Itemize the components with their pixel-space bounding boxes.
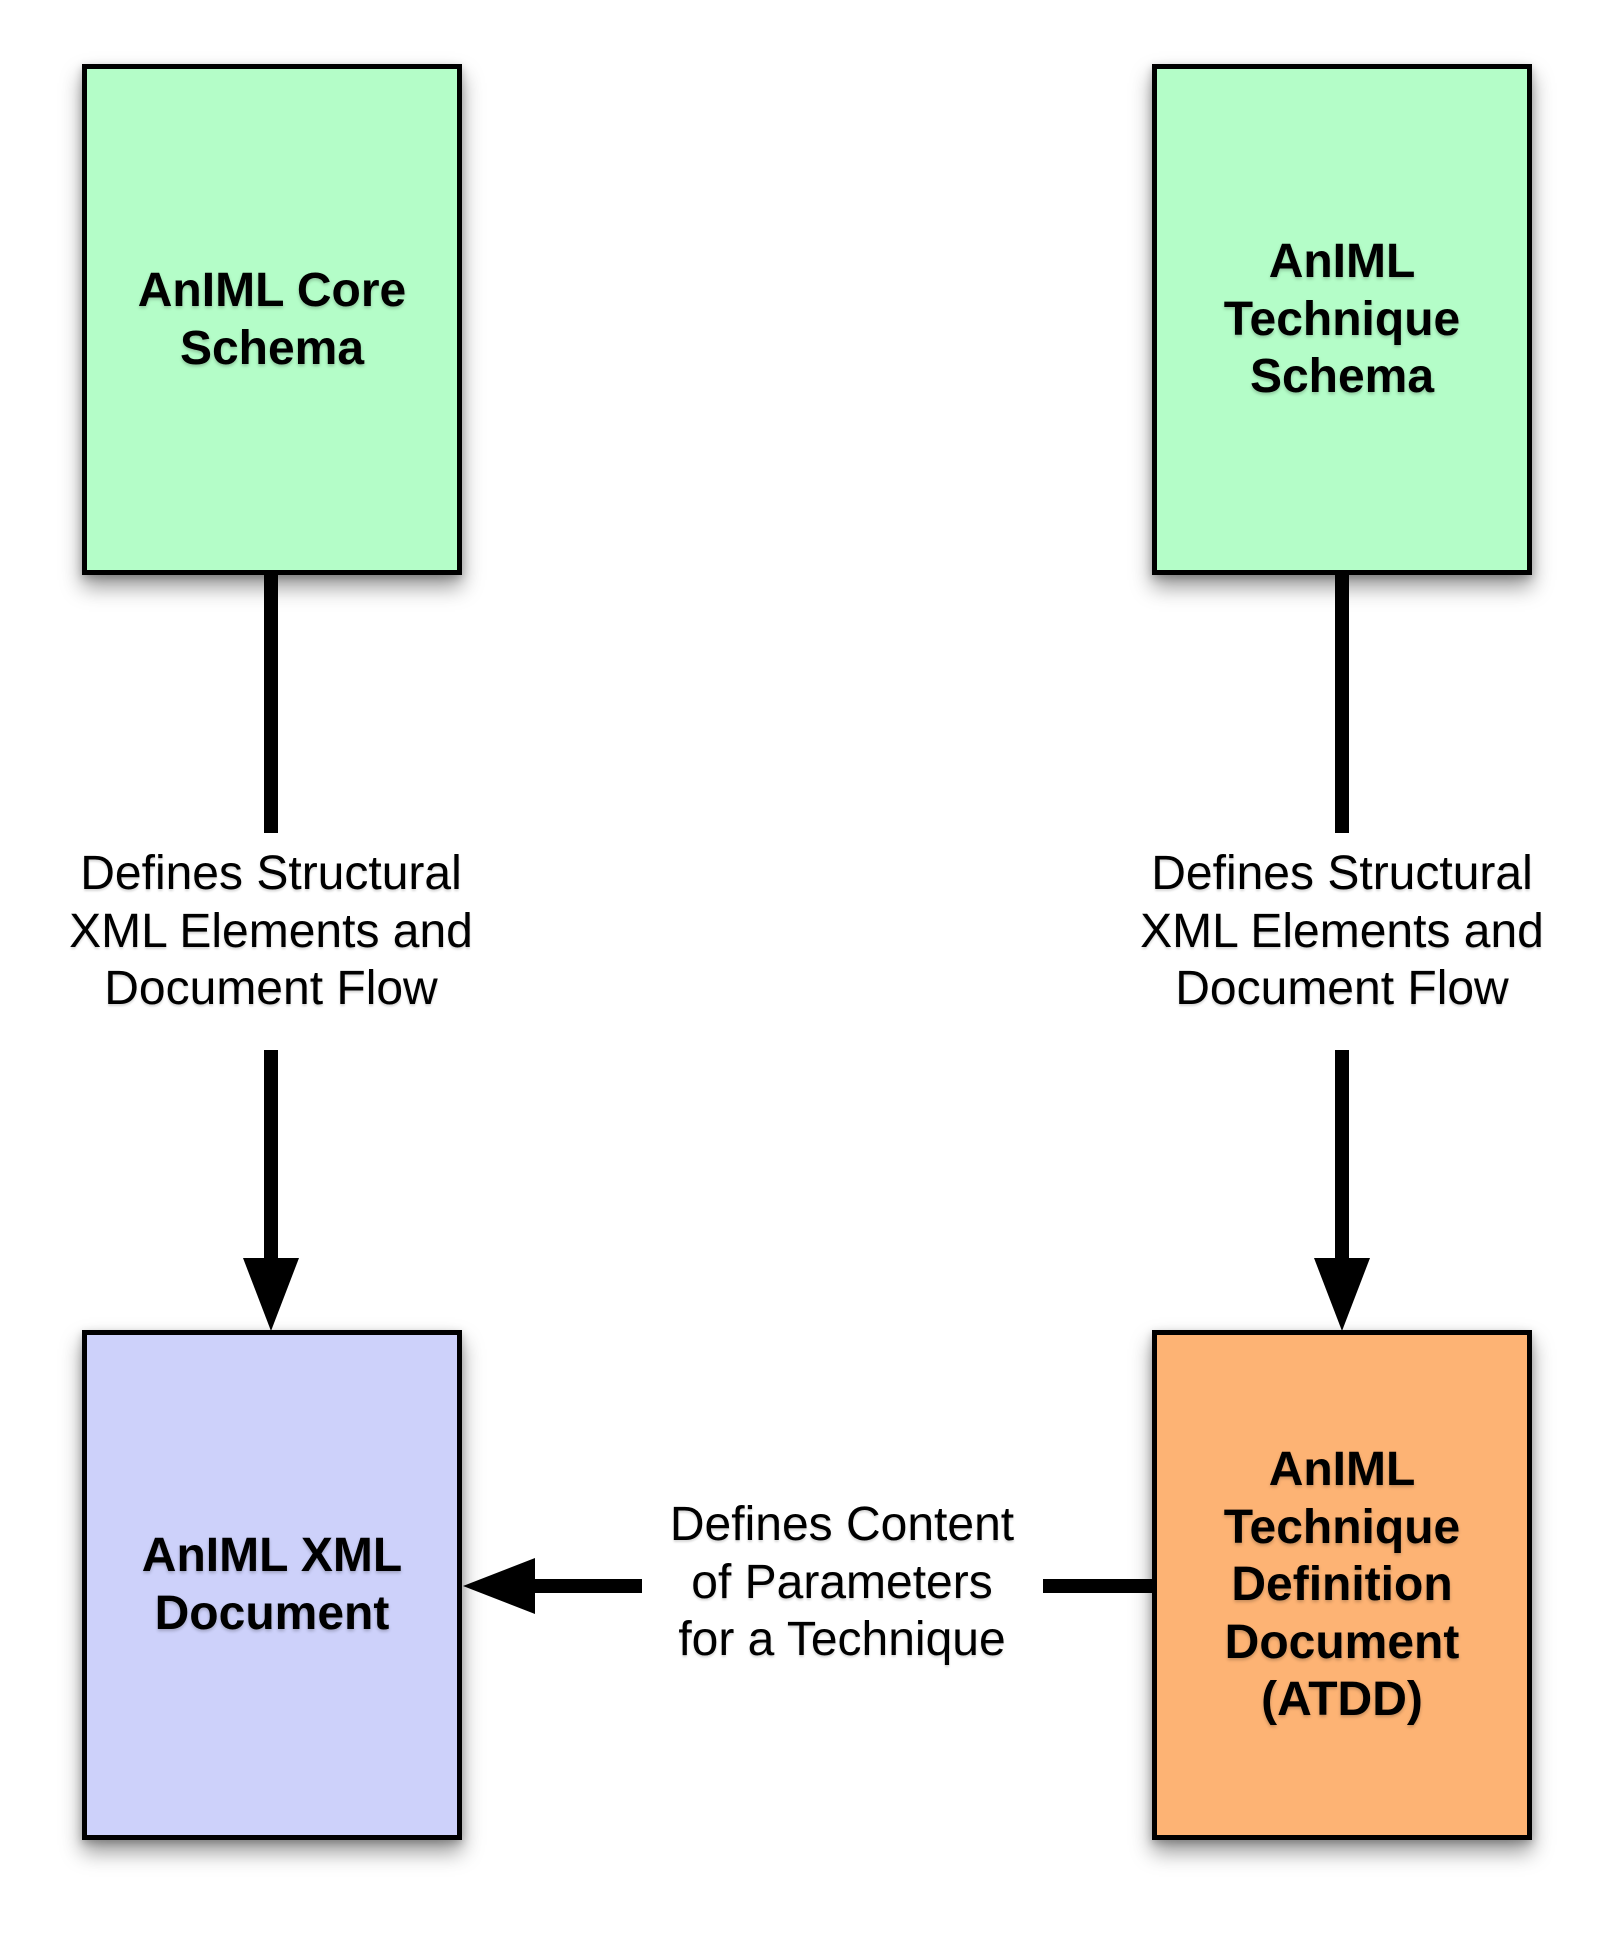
atdd-box: AnIML Technique Definition Document (ATD… — [1152, 1330, 1532, 1840]
arrowhead-down-icon — [1314, 1258, 1370, 1331]
core-schema-box: AnIML Core Schema — [82, 64, 462, 575]
atdd-to-document-arrow-shaft-right — [1043, 1579, 1152, 1593]
core-to-document-arrow-label: Defines Structural XML Elements and Docu… — [69, 847, 473, 1016]
arrowhead-left-icon — [463, 1558, 535, 1614]
technique-schema-box-title: AnIML Technique Schema — [1223, 235, 1461, 404]
atdd-to-document-arrow-label: Defines Content of Parameters for a Tech… — [669, 1498, 1015, 1667]
core-schema-box-title: AnIML Core Schema — [137, 263, 407, 375]
xml-document-box: AnIML XML Document — [82, 1330, 462, 1840]
core-to-document-arrow-shaft-lower — [264, 1050, 278, 1258]
atdd-box-title: AnIML Technique Definition Document (ATD… — [1223, 1443, 1461, 1727]
technique-to-atdd-arrow-label: Defines Structural XML Elements and Docu… — [1140, 847, 1544, 1016]
core-to-document-arrow-shaft-upper — [264, 575, 278, 833]
atdd-to-document-arrow-shaft-left — [532, 1579, 642, 1593]
technique-to-atdd-arrow-shaft-lower — [1335, 1050, 1349, 1258]
arrowhead-down-icon — [243, 1258, 299, 1331]
technique-schema-box: AnIML Technique Schema — [1152, 64, 1532, 575]
technique-to-atdd-arrow-shaft-upper — [1335, 575, 1349, 833]
xml-document-box-title: AnIML XML Document — [141, 1529, 403, 1640]
